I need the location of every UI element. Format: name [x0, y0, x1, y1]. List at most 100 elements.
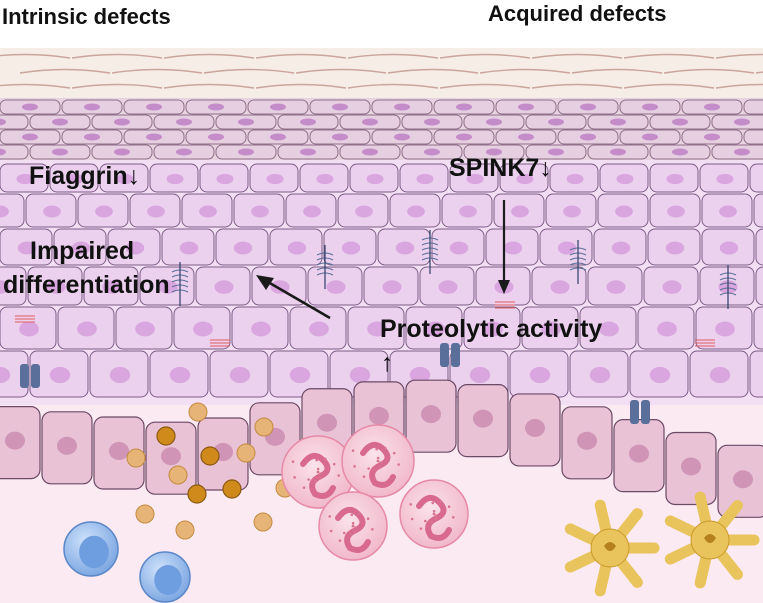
- epithelial-cells: [0, 163, 763, 398]
- cell-nucleus: [95, 205, 113, 218]
- fiber: [295, 68, 387, 74]
- dendritic-cell-icon: [564, 499, 660, 597]
- cell-nucleus: [367, 321, 387, 337]
- neutrophil-granule: [350, 513, 354, 517]
- dendritic-nucleus: [704, 534, 716, 543]
- fiber: [19, 68, 111, 74]
- corneocyte-nucleus: [456, 103, 472, 111]
- cell-nucleus: [657, 321, 677, 337]
- basal-nucleus: [577, 431, 597, 450]
- fiber: [439, 53, 531, 59]
- basal-nucleus: [525, 418, 545, 437]
- fiber: [0, 83, 71, 89]
- cell-nucleus: [409, 366, 431, 384]
- cell-nucleus: [606, 280, 626, 294]
- granule-icon: [222, 479, 242, 499]
- junction-plug: [20, 364, 29, 388]
- neutrophil-granule: [318, 476, 322, 479]
- cell-nucleus: [511, 205, 529, 218]
- corneocyte-nucleus: [518, 103, 534, 111]
- corneocyte-nucleus: [486, 118, 502, 126]
- corneocyte-rows: [0, 99, 763, 160]
- fiber: [347, 83, 439, 89]
- corneocyte-nucleus: [114, 118, 130, 126]
- corneocyte-nucleus: [176, 118, 192, 126]
- impaired-label-line1: Impaired: [30, 237, 135, 265]
- cell-nucleus: [109, 366, 131, 384]
- cell-nucleus: [615, 205, 633, 218]
- fiber: [623, 83, 715, 89]
- corneocyte: [0, 144, 29, 160]
- cell-nucleus: [557, 241, 577, 255]
- cell-nucleus: [563, 205, 581, 218]
- cell-nucleus: [366, 173, 384, 185]
- corneocyte-nucleus: [238, 118, 254, 126]
- corneocyte-nucleus: [332, 103, 348, 111]
- cell-nucleus: [71, 241, 91, 255]
- cell-nucleus: [303, 205, 321, 218]
- neutrophil-granule: [358, 512, 362, 516]
- fiber: [531, 53, 623, 59]
- corneocyte-nucleus: [52, 118, 68, 126]
- granule-icon: [200, 446, 220, 466]
- neutrophil-granule: [329, 529, 333, 533]
- neutrophil-granule: [431, 501, 435, 505]
- fiber: [439, 83, 531, 89]
- fiber: [347, 53, 439, 59]
- neutrophil-granule: [338, 539, 342, 542]
- cell-nucleus: [341, 241, 361, 255]
- up-arrow-label: ↑: [381, 349, 394, 377]
- basal-nucleus: [161, 447, 181, 466]
- corneocyte-nucleus: [672, 148, 688, 156]
- neutrophil-nucleus: [416, 494, 452, 541]
- cell-nucleus: [135, 321, 155, 337]
- cell-nucleus: [516, 173, 534, 185]
- corneocyte-nucleus: [580, 133, 596, 141]
- cell-nucleus: [316, 173, 334, 185]
- cell-nucleus: [466, 173, 484, 185]
- fiber: [663, 68, 755, 74]
- cell-nucleus: [309, 321, 329, 337]
- junction-plug: [440, 343, 449, 367]
- cell-nucleus: [649, 366, 671, 384]
- epithelial-cell-icon: [0, 266, 27, 306]
- cell-nucleus: [169, 366, 191, 384]
- corneocyte-nucleus: [84, 133, 100, 141]
- neutrophil-granule: [315, 458, 318, 462]
- neutrophil-granule: [376, 456, 380, 460]
- immune-cells: [63, 424, 760, 603]
- neutrophil-granule: [316, 470, 320, 474]
- neutrophil-granule: [307, 478, 310, 481]
- corneocyte-nucleus: [424, 118, 440, 126]
- fiber: [71, 53, 163, 59]
- neutrophil-granule: [432, 512, 436, 516]
- neutrophil-granule: [332, 462, 336, 466]
- cell-nucleus: [616, 173, 634, 185]
- corneum-fibers: [0, 53, 763, 89]
- corneocyte-nucleus: [362, 148, 378, 156]
- fiber: [255, 53, 347, 59]
- basal-nucleus: [681, 457, 701, 476]
- corneocyte-nucleus: [424, 148, 440, 156]
- cell-nucleus: [49, 366, 71, 384]
- basal-nucleus: [109, 442, 129, 460]
- basal-nucleus: [629, 444, 649, 463]
- basal-nucleus: [421, 405, 441, 424]
- dendritic-arm: [564, 499, 660, 597]
- neutrophil-granule: [376, 459, 380, 463]
- cell-nucleus: [355, 205, 373, 218]
- fiber: [387, 68, 479, 74]
- cell-nucleus: [666, 173, 684, 185]
- neutrophil-nucleus: [335, 506, 371, 553]
- basal-nucleus: [733, 470, 753, 489]
- cell-nucleus: [16, 173, 34, 185]
- basal-nucleus: [57, 436, 77, 455]
- neutrophil-granule: [434, 514, 438, 517]
- cell-nucleus: [193, 321, 213, 337]
- junction-plug: [451, 343, 460, 367]
- corneocyte-nucleus: [208, 133, 224, 141]
- neutrophil-granule: [323, 457, 327, 461]
- corneocyte-nucleus: [610, 118, 626, 126]
- granule-icon: [168, 465, 188, 485]
